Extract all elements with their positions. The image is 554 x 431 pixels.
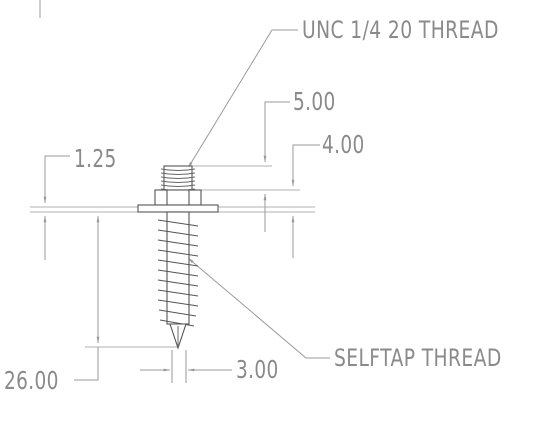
dimension-head-height: [43, 155, 70, 260]
washer: [137, 204, 219, 213]
screw-drawing: [137, 165, 219, 350]
leader-selftap-thread: [187, 257, 330, 359]
dimension-4-label: 4.00: [322, 130, 365, 159]
dimension-overall-length: [74, 215, 100, 381]
dimension-26-label: 26.00: [4, 366, 59, 395]
dimension-3-label: 3.00: [236, 355, 279, 384]
leader-unc-thread: [187, 29, 298, 169]
dimension-shank-diameter: [140, 350, 232, 383]
unc-thread-label: UNC 1/4 20 THREAD: [302, 16, 499, 44]
selftap-thread-lines: [157, 219, 199, 327]
dimension-upper-total: [263, 101, 290, 232]
dimension-1-25-label: 1.25: [74, 144, 117, 173]
dimension-5-label: 5.00: [293, 87, 336, 116]
selftap-thread-label: SELFTAP THREAD: [334, 344, 502, 372]
shank: [166, 211, 190, 325]
dimension-collar-height: [291, 144, 320, 258]
hex-collar: [154, 189, 202, 206]
